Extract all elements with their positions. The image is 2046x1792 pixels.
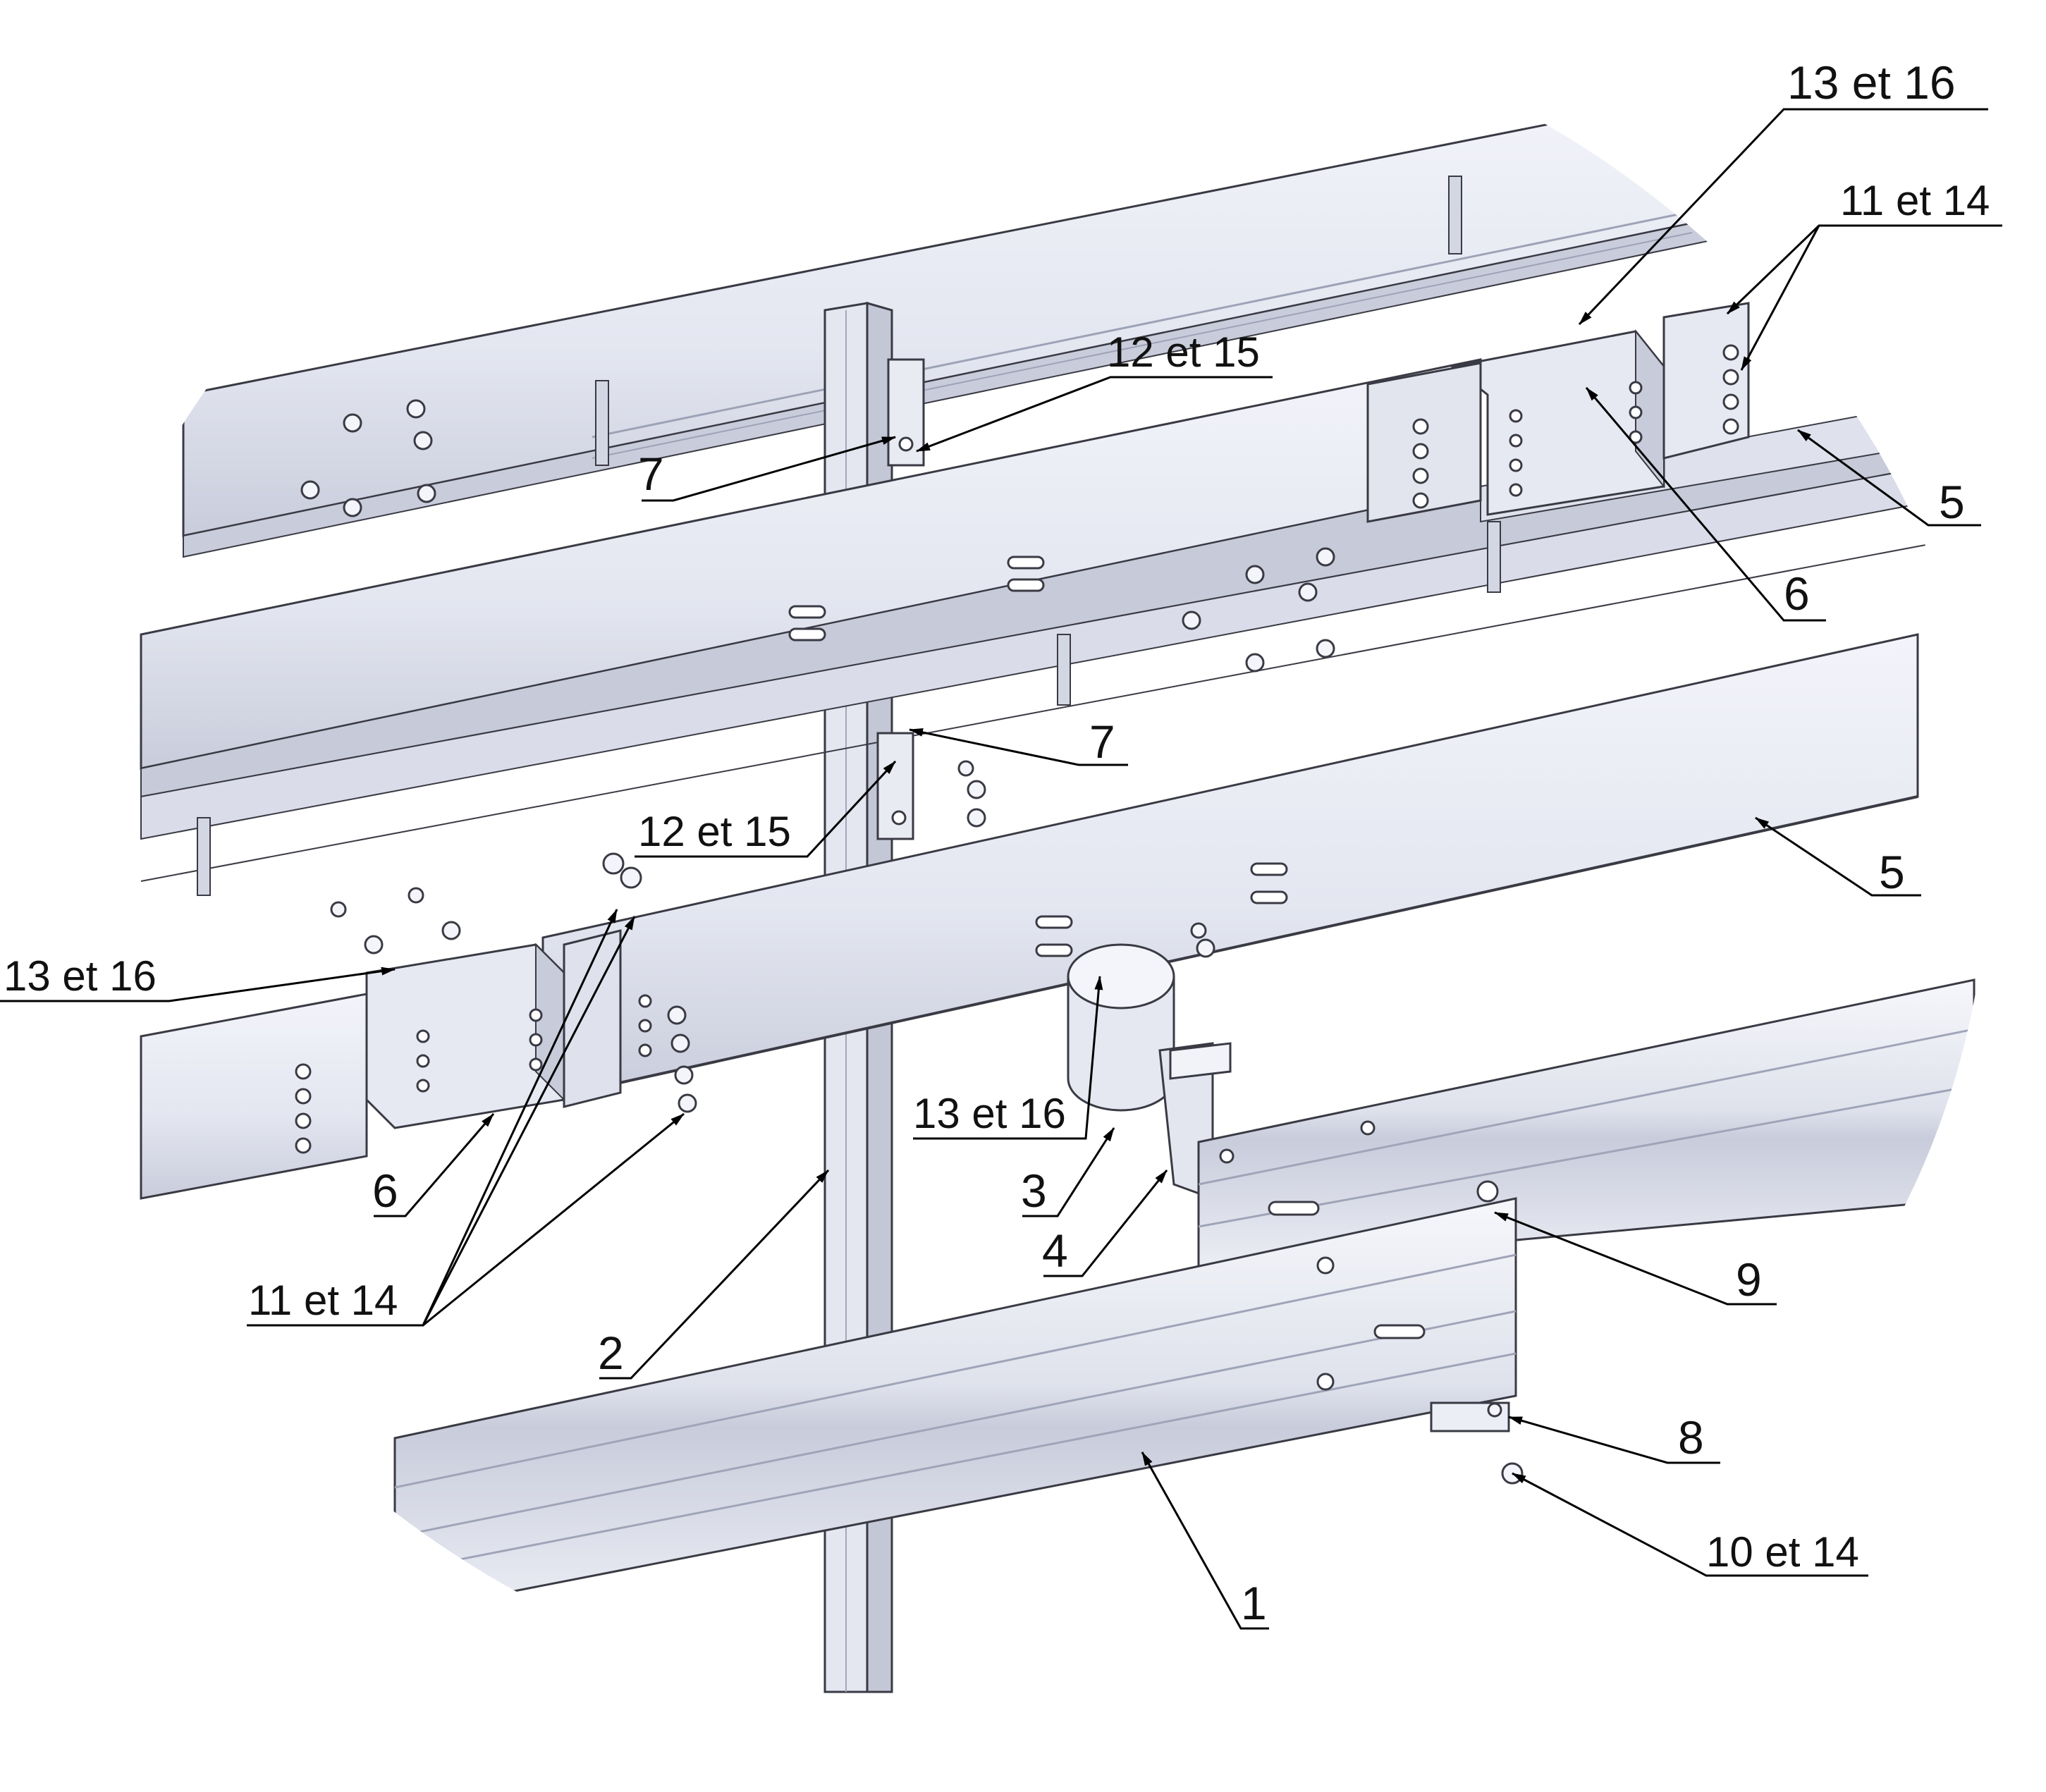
callout-8 [1508,1416,1720,1464]
callout-labels: 13 et 16 11 et 14 12 et 15 7 5 6 7 12 et… [4,56,1990,1629]
label-5-mid: 5 [1879,846,1905,898]
label-5-top: 5 [1939,476,1965,528]
callout-2 [599,1169,830,1380]
label-13-16-top: 13 et 16 [1787,56,1956,109]
lower-beam [541,633,1919,1101]
label-8: 8 [1678,1411,1704,1463]
callout-10-14 [1512,1472,1868,1577]
label-9: 9 [1736,1253,1762,1306]
label-6-bottom: 6 [372,1165,398,1217]
splice-box-top [1366,302,1750,523]
callout-5-top [1797,429,1981,527]
label-1: 1 [1241,1577,1267,1629]
callout-7-mid [909,728,1128,766]
callout-1 [1141,1452,1269,1630]
callout-3 [1022,1127,1115,1217]
spacer-bracket [1158,1042,1232,1201]
callout-5-mid [1755,816,1921,897]
callout-13-16-center [913,976,1103,1140]
label-3: 3 [1021,1165,1047,1217]
callout-11-14-bottom [247,909,685,1327]
label-13-16-center: 13 et 16 [913,1090,1066,1137]
callout-11-14-top [1726,224,2002,371]
label-10-14: 10 et 14 [1706,1528,1859,1576]
label-12-15-mid: 12 et 15 [638,808,791,855]
w-beam-rail [393,978,1975,1616]
callouts [0,108,2002,1630]
callout-12-15-mid [635,760,897,858]
label-4: 4 [1042,1225,1068,1277]
callout-6-top [1585,387,1826,622]
label-11-14-top: 11 et 14 [1840,177,1990,224]
callout-9 [1494,1211,1777,1306]
splice-box-left [140,929,652,1200]
callout-7-top [642,436,896,502]
callout-13-16-left [0,966,396,1002]
label-7-top: 7 [638,448,664,500]
sleeve-tube [1067,943,1175,1112]
callout-12-15-top [916,376,1273,453]
label-6-top: 6 [1784,567,1810,620]
callout-4 [1043,1170,1168,1277]
callout-6-bottom [374,1113,495,1217]
label-11-14-bottom: 11 et 14 [248,1277,398,1324]
callout-13-16-top [1578,108,1988,326]
label-7-mid: 7 [1089,716,1115,768]
label-2: 2 [598,1327,624,1379]
label-13-16-left: 13 et 16 [4,952,157,1000]
label-12-15-top: 12 et 15 [1107,329,1260,376]
